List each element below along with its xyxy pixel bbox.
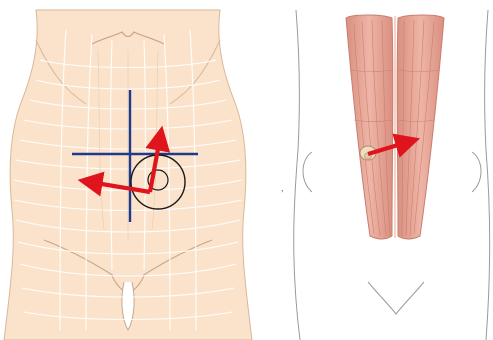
torso-outline-left (294, 10, 300, 340)
rectus-abdominis-left (346, 15, 393, 239)
stray-mark: , (281, 183, 284, 193)
right-panel: , (281, 10, 490, 340)
groin-contour (368, 282, 424, 314)
hip-contour-right (472, 152, 481, 192)
torso-outline-right (485, 10, 490, 340)
hip-contour-left (303, 152, 312, 192)
left-panel (4, 10, 252, 340)
